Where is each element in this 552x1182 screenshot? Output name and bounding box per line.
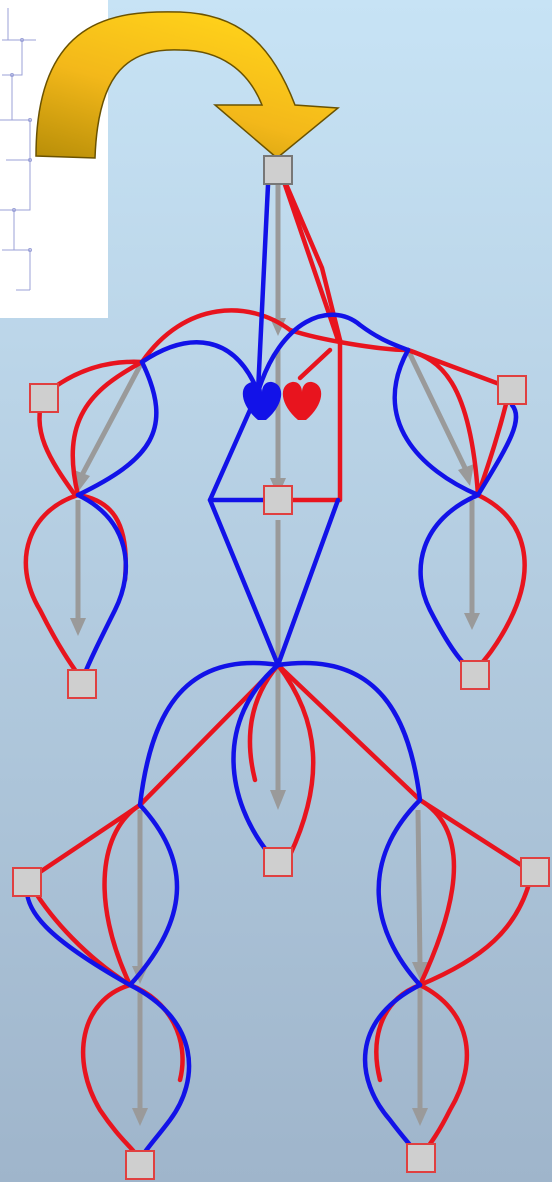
node-r-hand bbox=[461, 661, 489, 689]
blue-r-forearm-loop bbox=[421, 495, 478, 672]
red-r-shin-loop bbox=[420, 985, 467, 1158]
red-heart-line bbox=[300, 350, 330, 378]
node-head bbox=[264, 156, 292, 184]
node-r-hip bbox=[521, 858, 549, 886]
curved-arrow-icon bbox=[36, 12, 338, 158]
node-l-hand bbox=[68, 670, 96, 698]
blue-neck-line bbox=[258, 185, 268, 392]
red-r-forearm-loop bbox=[474, 495, 525, 672]
red-torso-rect bbox=[278, 340, 340, 500]
node-chest bbox=[264, 486, 292, 514]
blue-torso-diamond bbox=[210, 392, 338, 665]
node-r-shoulder bbox=[498, 376, 526, 404]
node-r-foot bbox=[407, 1144, 435, 1172]
node-l-shoulder bbox=[30, 384, 58, 412]
node-l-hip bbox=[13, 868, 41, 896]
heart-icon bbox=[283, 382, 321, 420]
blue-path-network bbox=[27, 185, 516, 1160]
node-pelvis bbox=[264, 848, 292, 876]
blue-r-shin-loop bbox=[365, 985, 420, 1158]
node-l-foot bbox=[126, 1151, 154, 1179]
blue-shoulder-arc bbox=[142, 342, 258, 392]
red-hip-lines bbox=[28, 665, 278, 880]
red-l-shin-loop bbox=[83, 985, 140, 1160]
red-l-forearm-loop bbox=[26, 495, 82, 680]
